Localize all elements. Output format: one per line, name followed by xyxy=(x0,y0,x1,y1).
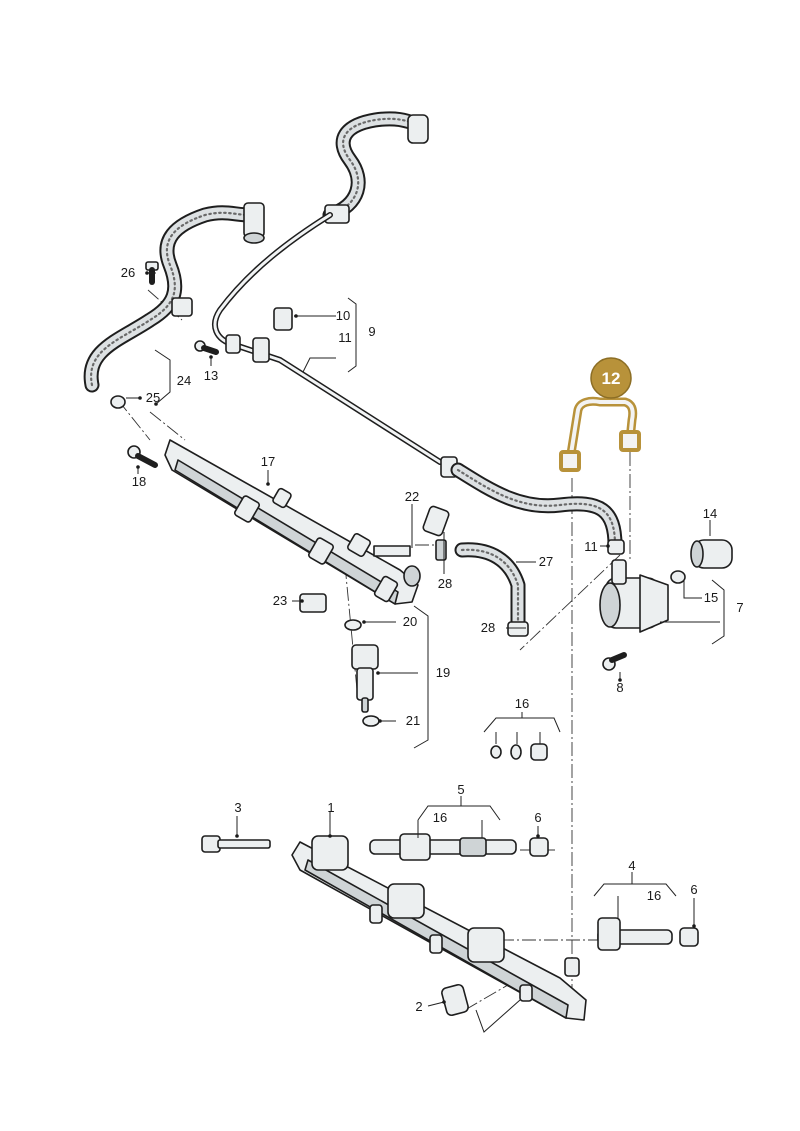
label-11a: 11 xyxy=(338,330,352,345)
label-15: 15 xyxy=(704,590,718,605)
seal-ring-20[interactable] xyxy=(344,619,362,631)
label-11b: 11 xyxy=(584,539,598,554)
fuel-rail-upper[interactable] xyxy=(164,439,421,605)
label-21: 21 xyxy=(406,713,420,728)
label-28b: 28 xyxy=(481,620,495,635)
label-26: 26 xyxy=(121,265,135,280)
seal-ring-21[interactable] xyxy=(362,715,380,727)
seal-15[interactable] xyxy=(670,570,686,584)
bolt-8[interactable] xyxy=(602,652,627,671)
part-labels: 1 2 3 4 5 6 6 7 8 9 10 11 11 13 14 15 16… xyxy=(121,265,744,1014)
seal-kit-16[interactable] xyxy=(490,743,548,761)
label-6a: 6 xyxy=(534,810,541,825)
label-13: 13 xyxy=(204,368,218,383)
label-17: 17 xyxy=(261,454,275,469)
label-6b: 6 xyxy=(690,882,697,897)
label-27: 27 xyxy=(539,554,553,569)
fuel-rail-lower[interactable] xyxy=(291,835,587,1021)
label-19: 19 xyxy=(436,665,450,680)
label-14: 14 xyxy=(703,506,717,521)
label-24: 24 xyxy=(177,373,191,388)
label-25: 25 xyxy=(146,390,160,405)
screw-26[interactable] xyxy=(145,261,159,285)
cap-14[interactable] xyxy=(690,539,733,569)
injector-19[interactable] xyxy=(351,644,379,713)
fuel-line-long[interactable] xyxy=(212,212,458,478)
clip-6-lower[interactable] xyxy=(679,927,699,947)
injector-4[interactable] xyxy=(597,917,673,951)
pressure-sensor-22[interactable] xyxy=(422,505,450,537)
bolt-3[interactable] xyxy=(201,835,271,853)
label-2: 2 xyxy=(415,999,422,1014)
label-16a: 16 xyxy=(515,696,529,711)
breather-hose[interactable] xyxy=(83,202,265,393)
clamp-25[interactable] xyxy=(110,395,126,409)
leader-lines xyxy=(126,272,725,1033)
arrow-dots xyxy=(136,271,696,1004)
bolt-13[interactable] xyxy=(194,340,219,355)
label-16b: 16 xyxy=(433,810,447,825)
center-lines xyxy=(117,289,631,1011)
injector-5[interactable] xyxy=(369,833,517,861)
high-pressure-pump[interactable] xyxy=(599,559,669,633)
sensor-10[interactable] xyxy=(273,307,293,331)
label-1: 1 xyxy=(327,800,334,815)
nut-11[interactable] xyxy=(607,539,625,555)
label-3: 3 xyxy=(234,800,241,815)
label-18: 18 xyxy=(132,474,146,489)
label-10: 10 xyxy=(336,308,350,323)
part-12-badge[interactable] xyxy=(590,357,632,399)
part-12-label: 12 xyxy=(602,369,621,388)
label-4: 4 xyxy=(628,858,635,873)
clip-6-upper[interactable] xyxy=(529,837,549,857)
label-5: 5 xyxy=(457,782,464,797)
label-7: 7 xyxy=(736,600,743,615)
bolt-18[interactable] xyxy=(127,445,158,468)
pressure-sensor-2[interactable] xyxy=(441,983,469,1017)
clip-23[interactable] xyxy=(299,593,327,613)
label-23: 23 xyxy=(273,593,287,608)
fuel-hose-27[interactable] xyxy=(454,542,529,637)
highlighted-fuel-pipe-12[interactable]: 12 xyxy=(559,357,641,472)
label-20: 20 xyxy=(403,614,417,629)
label-9: 9 xyxy=(368,324,375,339)
label-22: 22 xyxy=(405,489,419,504)
vent-hose-upper[interactable] xyxy=(322,111,429,224)
label-8: 8 xyxy=(616,680,623,695)
label-28a: 28 xyxy=(438,576,452,591)
label-16c: 16 xyxy=(647,888,661,903)
fuel-hose-to-pump[interactable] xyxy=(450,462,623,553)
